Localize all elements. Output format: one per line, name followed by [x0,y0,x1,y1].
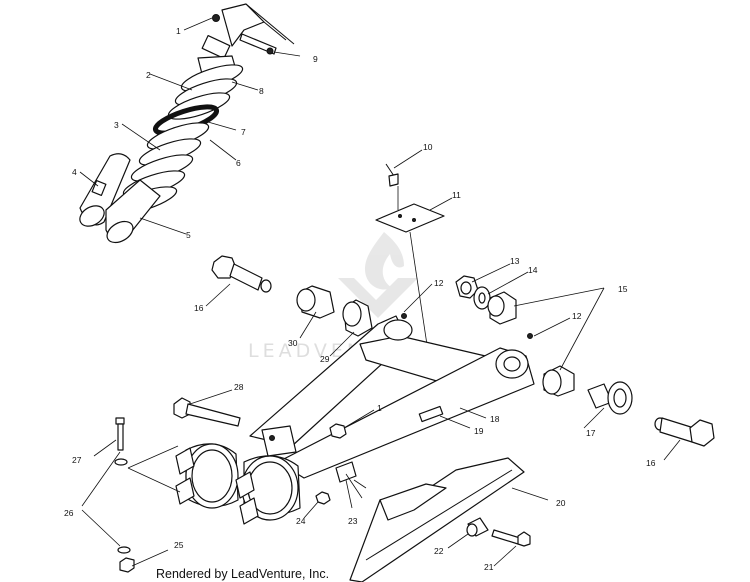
callout-19: 19 [474,426,484,436]
callout-27: 27 [72,455,82,465]
grease-fitting [527,333,533,339]
callout-7: 7 [241,127,246,137]
decal [375,203,445,233]
bushing [296,285,373,337]
callout-6: 6 [236,158,241,168]
callout-4: 4 [72,167,77,177]
bushing [587,381,633,415]
watermark-logo-icon [338,232,418,318]
callout-8: 8 [259,86,264,96]
callout-1: 1 [176,26,181,36]
callout-11: 11 [452,190,461,200]
callout-10: 10 [423,142,433,152]
shock-mount-bolt [114,417,128,466]
callout-16: 16 [194,303,204,313]
callout-28: 28 [234,382,244,392]
callout-1: 1 [377,403,382,413]
footer-credit: Rendered by LeadVenture, Inc. [156,567,329,581]
pivot-bolt [211,255,272,293]
shock-mount-bolt [173,397,241,427]
callout-3: 3 [114,120,119,130]
callout-23: 23 [348,516,358,526]
cable-clip [385,163,399,187]
callout-2: 2 [146,70,151,80]
callout-14: 14 [528,265,538,275]
bushing [466,517,489,537]
swing-arm-label [418,405,444,423]
chain-slider [349,457,525,582]
rear-shock-absorber [79,3,295,244]
spacer [487,291,517,325]
callout-21: 21 [484,562,494,572]
callout-18: 18 [490,414,500,424]
callout-24: 24 [296,516,306,526]
callout-20: 20 [556,498,566,508]
callout-16: 16 [646,458,656,468]
callout-30: 30 [288,338,298,348]
callout-26: 26 [64,508,74,518]
callout-15: 15 [618,284,628,294]
callout-12: 12 [434,278,444,288]
washer [473,286,491,310]
nut [329,423,347,439]
callout-13: 13 [510,256,520,266]
mount-nut [212,14,220,22]
spacer [542,365,575,397]
washer [117,546,135,573]
leader-lines [79,17,681,567]
callout-12: 12 [572,311,582,321]
callout-9: 9 [313,54,318,64]
grease-fitting [401,313,407,319]
swing-arm [175,313,535,525]
callout-17: 17 [586,428,596,438]
callout-25: 25 [174,540,184,550]
callout-29: 29 [320,354,330,364]
callout-5: 5 [186,230,191,240]
callout-labels: 1 9 2 8 3 7 6 4 5 10 11 13 14 15 16 12 1… [64,26,656,572]
pivot-bolt [654,417,715,447]
callout-22: 22 [434,546,444,556]
shock-mount-bolt [491,529,531,547]
axle-bearing-carrier [175,425,301,525]
